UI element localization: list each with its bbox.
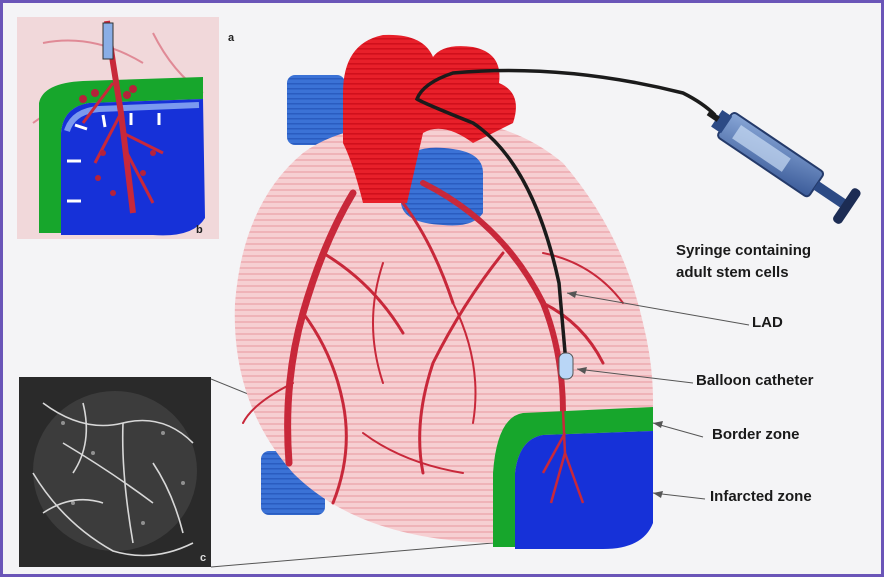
panel-letter-c: c	[200, 552, 206, 564]
infarct-region	[493, 407, 653, 549]
panel-b-inset	[17, 17, 219, 239]
catheter-icon	[103, 23, 113, 59]
label-border-zone: Border zone	[712, 426, 800, 443]
panel-letter-a: a	[228, 32, 234, 44]
panel-c-micrograph	[19, 377, 211, 567]
label-lad: LAD	[752, 314, 783, 331]
label-syringe-line1: Syringe containing	[676, 242, 811, 259]
label-infarcted-zone: Infarcted zone	[710, 488, 812, 505]
balloon-icon	[559, 353, 573, 379]
panel-letter-b: b	[196, 224, 203, 236]
label-balloon-catheter: Balloon catheter	[696, 372, 814, 389]
label-syringe-line2: adult stem cells	[676, 264, 789, 281]
